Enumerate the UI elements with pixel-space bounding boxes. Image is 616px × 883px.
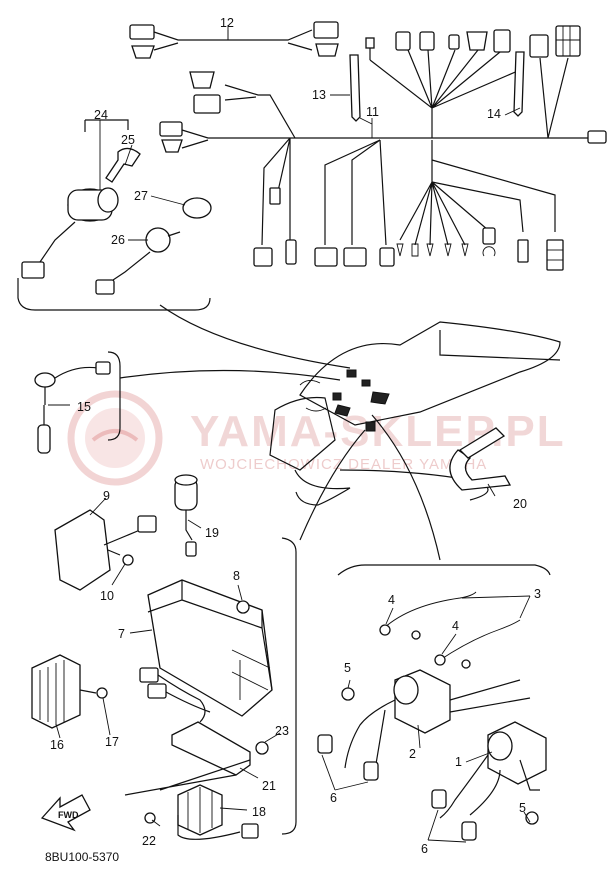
callout-25: 25 bbox=[121, 133, 135, 147]
relay-18 bbox=[177, 784, 259, 840]
relay-9 bbox=[54, 509, 157, 591]
callout-24: 24 bbox=[94, 108, 108, 122]
regulator-16 bbox=[31, 654, 108, 729]
callout-14: 14 bbox=[487, 107, 501, 121]
callout-10: 10 bbox=[100, 589, 114, 603]
callout-7: 7 bbox=[118, 627, 125, 641]
callout-1: 1 bbox=[455, 755, 462, 769]
callout-5-left: 5 bbox=[344, 661, 351, 675]
callout-5-right: 5 bbox=[519, 801, 526, 815]
callout-19: 19 bbox=[205, 526, 219, 540]
nut-8 bbox=[236, 600, 250, 614]
cdi-unit-7 bbox=[139, 579, 273, 723]
wire-harness-group bbox=[129, 21, 607, 271]
main-switch-24 bbox=[21, 187, 119, 279]
watermark-brand: YAMA-SKLEP.PL bbox=[190, 407, 566, 456]
callout-8: 8 bbox=[233, 569, 240, 583]
callouts: 12 13 11 14 24 25 27 26 15 20 9 10 19 8 … bbox=[50, 16, 541, 856]
callout-27: 27 bbox=[134, 189, 148, 203]
watermark: YAMA-SKLEP.PL WOJCIECHOWICZ DEALER YAMAH… bbox=[67, 390, 566, 486]
cable-tie-14 bbox=[513, 51, 525, 117]
callout-26: 26 bbox=[111, 233, 125, 247]
callout-16: 16 bbox=[50, 738, 64, 752]
callout-18: 18 bbox=[252, 805, 266, 819]
callout-4-lower: 4 bbox=[452, 619, 459, 633]
sensor-15 bbox=[34, 361, 111, 454]
condenser-19 bbox=[174, 474, 198, 557]
cap-27 bbox=[182, 197, 212, 219]
callout-23: 23 bbox=[275, 724, 289, 738]
fwd-arrow-icon: FWD bbox=[40, 794, 91, 832]
main-harness-11 bbox=[159, 25, 607, 271]
sub-harness-12 bbox=[129, 21, 339, 59]
callout-21: 21 bbox=[262, 779, 276, 793]
callout-22: 22 bbox=[142, 834, 156, 848]
clamp-20 bbox=[449, 427, 512, 491]
callout-15: 15 bbox=[77, 400, 91, 414]
callout-4-upper: 4 bbox=[388, 593, 395, 607]
watermark-subtitle: WOJCIECHOWICZ DEALER YAMAHA bbox=[200, 456, 487, 473]
ignition-coil-group bbox=[317, 564, 551, 841]
key-25 bbox=[105, 147, 141, 183]
callout-13: 13 bbox=[312, 88, 326, 102]
callout-12: 12 bbox=[220, 16, 234, 30]
fwd-label: FWD bbox=[58, 810, 79, 820]
callout-9: 9 bbox=[103, 489, 110, 503]
callout-11: 11 bbox=[366, 105, 379, 119]
leader-lines bbox=[48, 30, 531, 843]
callout-20: 20 bbox=[513, 497, 527, 511]
bracket-21 bbox=[124, 721, 269, 796]
callout-2: 2 bbox=[409, 747, 416, 761]
cable-tie-13 bbox=[349, 54, 361, 122]
main-switch-group bbox=[17, 119, 212, 311]
headlight-switch-26 bbox=[95, 227, 181, 295]
callout-6-right: 6 bbox=[421, 842, 428, 856]
callout-6-left: 6 bbox=[330, 791, 337, 805]
part-code: 8BU100-5370 bbox=[45, 850, 119, 864]
callout-3: 3 bbox=[534, 587, 541, 601]
callout-17: 17 bbox=[105, 735, 119, 749]
snowmobile-outline bbox=[107, 304, 561, 561]
